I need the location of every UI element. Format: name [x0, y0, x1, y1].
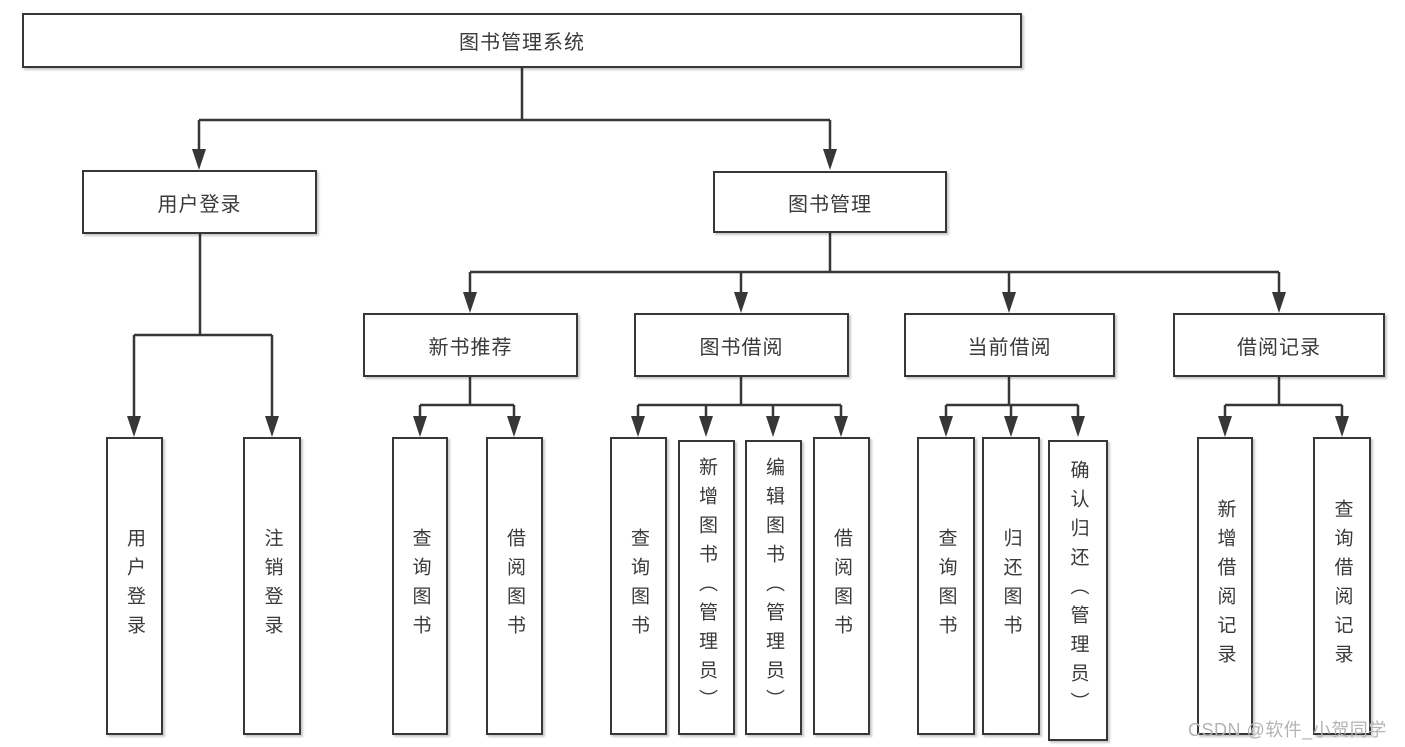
- leaf-borrow-book-2: 借阅图书: [813, 437, 870, 735]
- node-root-system: 图书管理系统: [22, 13, 1022, 68]
- node-book-borrow: 图书借阅: [634, 313, 849, 377]
- leaf-query-book-3: 查询图书: [917, 437, 975, 735]
- node-current-borrow: 当前借阅: [904, 313, 1115, 377]
- leaf-add-borrow-record: 新增借阅记录: [1197, 437, 1253, 735]
- leaf-logout: 注销登录: [243, 437, 301, 735]
- node-book-management: 图书管理: [713, 171, 947, 233]
- leaf-confirm-return-admin: 确认归还（管理员）: [1048, 440, 1108, 741]
- leaf-query-book-1: 查询图书: [392, 437, 448, 735]
- leaf-query-book-2: 查询图书: [610, 437, 667, 735]
- leaf-return-book: 归还图书: [982, 437, 1040, 735]
- node-borrow-record: 借阅记录: [1173, 313, 1385, 377]
- leaf-query-borrow-record: 查询借阅记录: [1313, 437, 1371, 735]
- node-new-book-recommend: 新书推荐: [363, 313, 578, 377]
- node-user-login: 用户登录: [82, 170, 317, 234]
- leaf-edit-book-admin: 编辑图书（管理员）: [745, 440, 802, 735]
- leaf-borrow-book-1: 借阅图书: [486, 437, 543, 735]
- leaf-user-login: 用户登录: [106, 437, 163, 735]
- leaf-add-book-admin: 新增图书（管理员）: [678, 440, 735, 735]
- csdn-watermark: CSDN @软件_小贺同学: [1188, 720, 1387, 740]
